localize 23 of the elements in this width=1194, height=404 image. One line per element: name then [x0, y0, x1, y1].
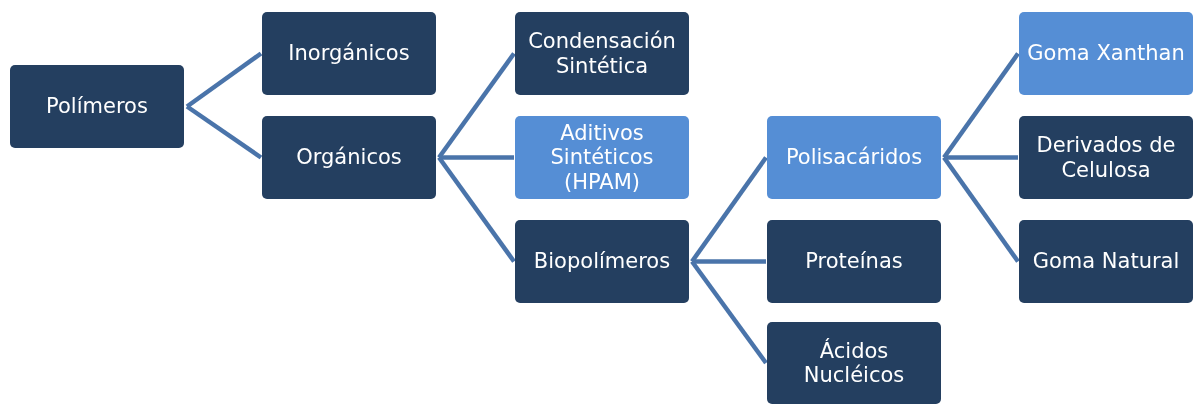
highlighted-category-box: Aditivos Sintéticos (HPAM) — [515, 116, 689, 199]
connector-line — [437, 52, 516, 159]
category-box: Derivados de Celulosa — [1019, 116, 1193, 199]
connector-line — [942, 156, 1020, 263]
category-box: Orgánicos — [262, 116, 436, 199]
category-box: Polímeros — [10, 65, 184, 148]
connector-line — [690, 156, 768, 263]
category-box: Goma Natural — [1019, 220, 1193, 303]
connector-line — [185, 104, 263, 160]
category-box: Inorgánicos — [262, 12, 436, 95]
connector-line — [690, 260, 768, 365]
highlighted-category-box: Polisacáridos — [767, 116, 941, 199]
category-box: Proteínas — [767, 220, 941, 303]
category-box: Biopolímeros — [515, 220, 689, 303]
connector-line — [439, 155, 514, 160]
category-box: Condensación Sintética — [515, 12, 689, 95]
category-box: Ácidos Nucléicos — [767, 322, 941, 404]
connector-line — [944, 155, 1018, 160]
connector-line — [185, 51, 263, 109]
connector-line — [942, 52, 1020, 159]
connector-line — [692, 259, 766, 264]
connector-line — [437, 156, 516, 263]
highlighted-category-box: Goma Xanthan — [1019, 12, 1193, 95]
